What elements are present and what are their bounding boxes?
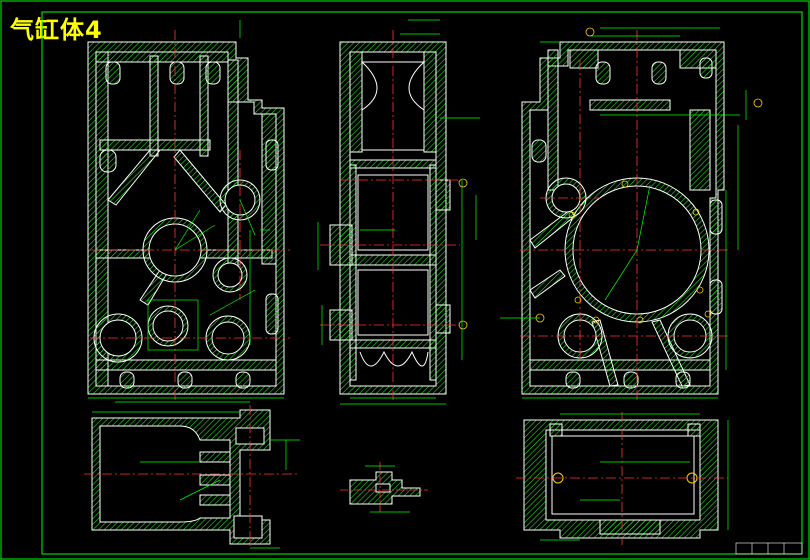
section-view-datum-markers (585, 27, 763, 108)
small-detail-dimensions (365, 465, 410, 513)
drawing-title: 气缸体4 (10, 16, 103, 44)
section-view-centerlines (520, 30, 730, 400)
bottom-left-dimensions (92, 411, 300, 549)
datum-marker (458, 320, 468, 330)
front-view-dimensions (88, 20, 284, 403)
title-block (735, 542, 803, 555)
front-view-centerlines (90, 30, 290, 400)
side-view-centerlines (320, 30, 460, 400)
bottom-left-section (91, 409, 271, 545)
section-view-bolt-holes (535, 180, 712, 324)
datum-marker (458, 178, 468, 188)
datum-marker (753, 98, 763, 108)
side-view-datum-markers (458, 178, 468, 330)
bottom-right-plan (523, 419, 719, 539)
front-view (87, 41, 285, 395)
bottom-left-centerlines (84, 405, 300, 548)
side-view (329, 41, 451, 395)
datum-marker (585, 27, 595, 37)
bottom-right-dimensions (540, 413, 729, 541)
bottom-right-centerlines (516, 412, 728, 545)
small-detail-centerlines (340, 462, 428, 512)
section-view-dimensions (500, 27, 747, 399)
section-view (521, 41, 725, 395)
side-view-dimensions (317, 19, 480, 405)
small-detail-view (349, 471, 421, 505)
